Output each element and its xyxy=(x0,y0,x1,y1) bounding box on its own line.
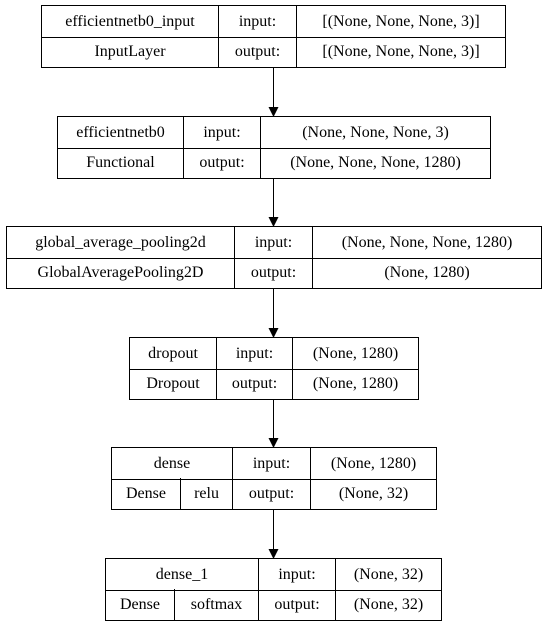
output-shape: (None, None, None, 1280) xyxy=(260,147,490,178)
layer-type: InputLayer xyxy=(94,42,166,60)
output-shape: (None, 1280) xyxy=(292,368,418,399)
output-label: output: xyxy=(232,478,310,509)
layer-type: GlobalAveragePooling2D xyxy=(37,263,204,281)
output-shape: [(None, None, None, 3)] xyxy=(296,36,505,67)
layer-type: Functional xyxy=(86,153,155,171)
layer-name: efficientnetb0 xyxy=(76,123,165,141)
output-shape: (None, 32) xyxy=(310,478,436,509)
layer-name: dense_1 xyxy=(155,565,209,583)
input-shape: [(None, None, None, 3)] xyxy=(296,6,505,37)
layer-name: dropout xyxy=(148,344,198,362)
output-label: output: xyxy=(218,36,296,67)
output-label: output: xyxy=(216,368,292,399)
layer-node-dense-1: dense_1 input: (None, 32) Dense softmax … xyxy=(105,558,442,621)
layer-type: Dropout xyxy=(146,374,200,392)
input-shape: (None, 32) xyxy=(335,559,441,590)
layer-activation: softmax xyxy=(174,589,258,620)
layer-name: efficientnetb0_input xyxy=(65,12,195,30)
input-label: input: xyxy=(183,117,260,148)
layer-node-dropout: dropout input: (None, 1280) Dropout outp… xyxy=(129,337,419,400)
input-label: input: xyxy=(234,227,312,258)
layer-node-efficientnetb0-input: efficientnetb0_input input: [(None, None… xyxy=(41,5,506,68)
output-shape: (None, 32) xyxy=(335,589,441,620)
output-label: output: xyxy=(258,589,335,620)
input-label: input: xyxy=(216,338,292,369)
layer-name: global_average_pooling2d xyxy=(35,233,206,251)
layer-node-dense: dense input: (None, 1280) Dense relu out… xyxy=(111,447,437,510)
layer-node-efficientnetb0: efficientnetb0 input: (None, None, None,… xyxy=(57,116,491,179)
input-label: input: xyxy=(232,448,310,479)
input-shape: (None, None, None, 1280) xyxy=(312,227,541,258)
output-shape: (None, 1280) xyxy=(312,257,541,288)
layer-activation: relu xyxy=(180,478,232,509)
output-label: output: xyxy=(234,257,312,288)
input-label: input: xyxy=(258,559,335,590)
layer-type: Dense xyxy=(120,595,160,613)
input-shape: (None, None, None, 3) xyxy=(260,117,490,148)
input-shape: (None, 1280) xyxy=(292,338,418,369)
input-shape: (None, 1280) xyxy=(310,448,436,479)
output-label: output: xyxy=(183,147,260,178)
layer-name: dense xyxy=(153,454,191,472)
layer-node-global-average-pooling2d: global_average_pooling2d input: (None, N… xyxy=(6,226,542,289)
layer-type: Dense xyxy=(126,484,166,502)
input-label: input: xyxy=(218,6,296,37)
